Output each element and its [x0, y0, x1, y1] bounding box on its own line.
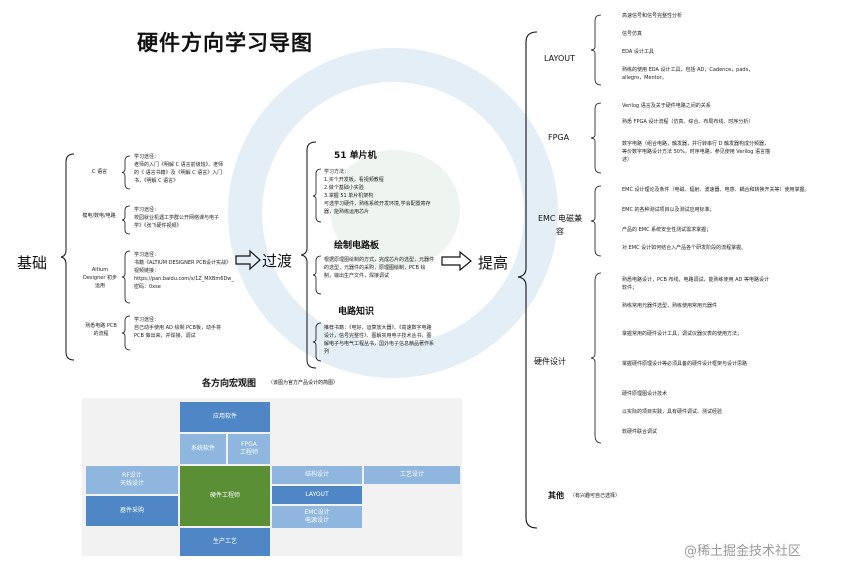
- cell-process-design: 工艺设计: [364, 466, 460, 484]
- basic-item-pcb: 熟悉电路 PCB 的流程: [85, 323, 117, 337]
- cell-structure-design: 结构设计: [272, 466, 362, 484]
- basic-desc-pcb: 学习途径： 自己动手使用 AD 绘制 PCB板，动手将 PCB 做出来，并焊接，…: [134, 317, 221, 339]
- cell-software-design: 应用软件: [180, 402, 270, 432]
- brace-advanced: [517, 31, 538, 529]
- advanced-item-fpga: FPGA: [548, 133, 570, 142]
- transition-item-mcu: 51 单片机: [334, 151, 377, 161]
- advanced-hw-line-2: 熟练常用元器件选型，熟练使用常用元器件: [622, 303, 718, 309]
- advanced-item-hardware: 硬件设计: [534, 357, 566, 366]
- advanced-layout-line-2: 信号仿真: [622, 31, 643, 37]
- advanced-fpga-line-1: Verilog 语言及关于硬件电路之间的关系: [622, 103, 711, 109]
- basic-desc-analog: 学习途径： 校园就业机遇工学群公开网络课与电子学》《张飞硬件视频》: [134, 207, 220, 229]
- transition-desc-circuit: 推荐书籍：《电好，运算放大器》、《高速数字电路设计，信号完整性》、图解实用电子技…: [324, 325, 434, 355]
- advanced-layout-line-3: EDA 设计工具: [622, 49, 654, 55]
- brace-fpga: [590, 102, 602, 174]
- stage-basic: 基础: [17, 254, 48, 272]
- arrow-to-transition: [235, 249, 261, 271]
- basic-item-altium: Altium Designer 初步运用: [83, 267, 117, 289]
- brace-c: [121, 155, 131, 190]
- transition-item-circuit: 电路知识: [338, 307, 375, 317]
- cell-production: 生产工艺: [180, 528, 270, 556]
- advanced-hw-line-3: 掌握常用的硬件设计工具，调试仪器仪表的使用方法；: [622, 331, 743, 337]
- stage-advanced: 提高: [478, 254, 509, 272]
- advanced-hw-line-5: 硬件原理图设计技术: [622, 391, 668, 397]
- cell-rf-design: RF设计 天线设计: [86, 466, 178, 494]
- transition-desc-mcu: 学习方法： 1.买个开发板，看视频教程 2.做个基础小实验 3.掌握 51 单片…: [324, 169, 431, 215]
- brace-circuit: [312, 322, 322, 362]
- cell-layout: LAYOUT: [272, 486, 362, 504]
- advanced-hw-line-6: 以实际的项目实践，具有硬件调试、测试经验: [622, 409, 723, 415]
- brace-basic: [60, 153, 75, 361]
- basic-item-analog: 模电/数电/电路: [82, 213, 116, 219]
- brace-emc: [590, 185, 602, 257]
- brace-pcb: [121, 315, 131, 351]
- cell-hardware-engineer: 硬件工程师: [180, 466, 270, 526]
- cell-emc-design: EMC设计 电源设计: [272, 506, 362, 528]
- section2-subtitle: （该图为官方产品设计的简图）: [268, 380, 339, 386]
- advanced-emc-line-1: EMC 设计理论及条件（电磁、辐射、波速器、电感、耦合和转换开关等）使用掌握。: [622, 187, 810, 193]
- basic-item-c: C 语言: [92, 169, 108, 175]
- cell-system-software: 系统软件: [180, 434, 226, 464]
- cell-device-purchase: 器件采购: [86, 496, 178, 526]
- advanced-emc-line-3: 产品的 EMC 系统安全性测试需求掌握；: [622, 227, 712, 233]
- brace-layout: [590, 14, 602, 86]
- section2-title: 各方向宏观图: [202, 379, 257, 389]
- brace-mcu: [312, 168, 322, 223]
- advanced-fpga-line-2: 熟悉 FPGA 设计流程（仿真、综合、布局布线、时序分析）: [622, 119, 754, 125]
- advanced-other-note: （有兴趣可自己选择）: [570, 493, 621, 499]
- footer-watermark: @稀土掘金技术社区: [684, 544, 802, 559]
- stage-transition: 过渡: [262, 252, 293, 270]
- watermark-center: [330, 150, 460, 270]
- advanced-item-other: 其他: [548, 491, 564, 500]
- advanced-layout-line-4: 熟练的使用 EDA 设计工具，包括 AD，Cadence，pads，allegr…: [622, 67, 754, 81]
- advanced-item-emc: EMC 电磁兼容: [537, 214, 583, 236]
- advanced-emc-line-2: EMC 的各种测试项目以及测试应用标准；: [622, 207, 715, 213]
- advanced-hw-line-1: 熟悉电路设计，PCB 布线，电路调试，能熟练使用 AD 等电路设计软件；: [622, 277, 769, 291]
- basic-desc-c: 学习途径： 老师的入门《明解 C 语言前级班》、老师的《 语言书籍》及《明解 C…: [134, 154, 224, 184]
- brace-altium: [121, 250, 131, 304]
- brace-hardware: [590, 272, 602, 444]
- brace-analog: [121, 205, 131, 235]
- advanced-emc-line-4: 对 EMC 设计如何结合入产品各个研发阶段的流程掌握。: [622, 245, 747, 251]
- brace-transition: [300, 141, 317, 369]
- basic-desc-altium: 学习途径： 书籍《ALTIUM DESIGNER PCB设计实战》 视频链接： …: [134, 252, 234, 290]
- arrow-to-advanced: [441, 250, 472, 272]
- advanced-item-layout: LAYOUT: [544, 54, 575, 63]
- transition-item-pcbdraw: 绘制电路板: [334, 241, 380, 251]
- page-title: 硬件方向学习导图: [137, 31, 313, 55]
- advanced-hw-line-7: 软硬件联合调试: [622, 429, 658, 435]
- cell-fpga-engineer: FPGA 工程师: [228, 434, 270, 464]
- brace-pcbdraw: [312, 255, 322, 295]
- advanced-hw-line-4: 掌握硬件原理设计等必须具备的硬件设计框架与设计思路: [622, 361, 748, 367]
- advanced-layout-line-1: 高速信号和信号完整性分析: [622, 13, 683, 19]
- advanced-fpga-line-3: 数字电路（组合电路，触发器，并行转串行 D 触发器构成分频器，等价数字电路设计方…: [622, 141, 771, 163]
- transition-desc-pcbdraw: 根据原理图绘制的方式，完成芯片的选型，元器件的选型，元器件的采购，原理图绘制，P…: [324, 257, 434, 279]
